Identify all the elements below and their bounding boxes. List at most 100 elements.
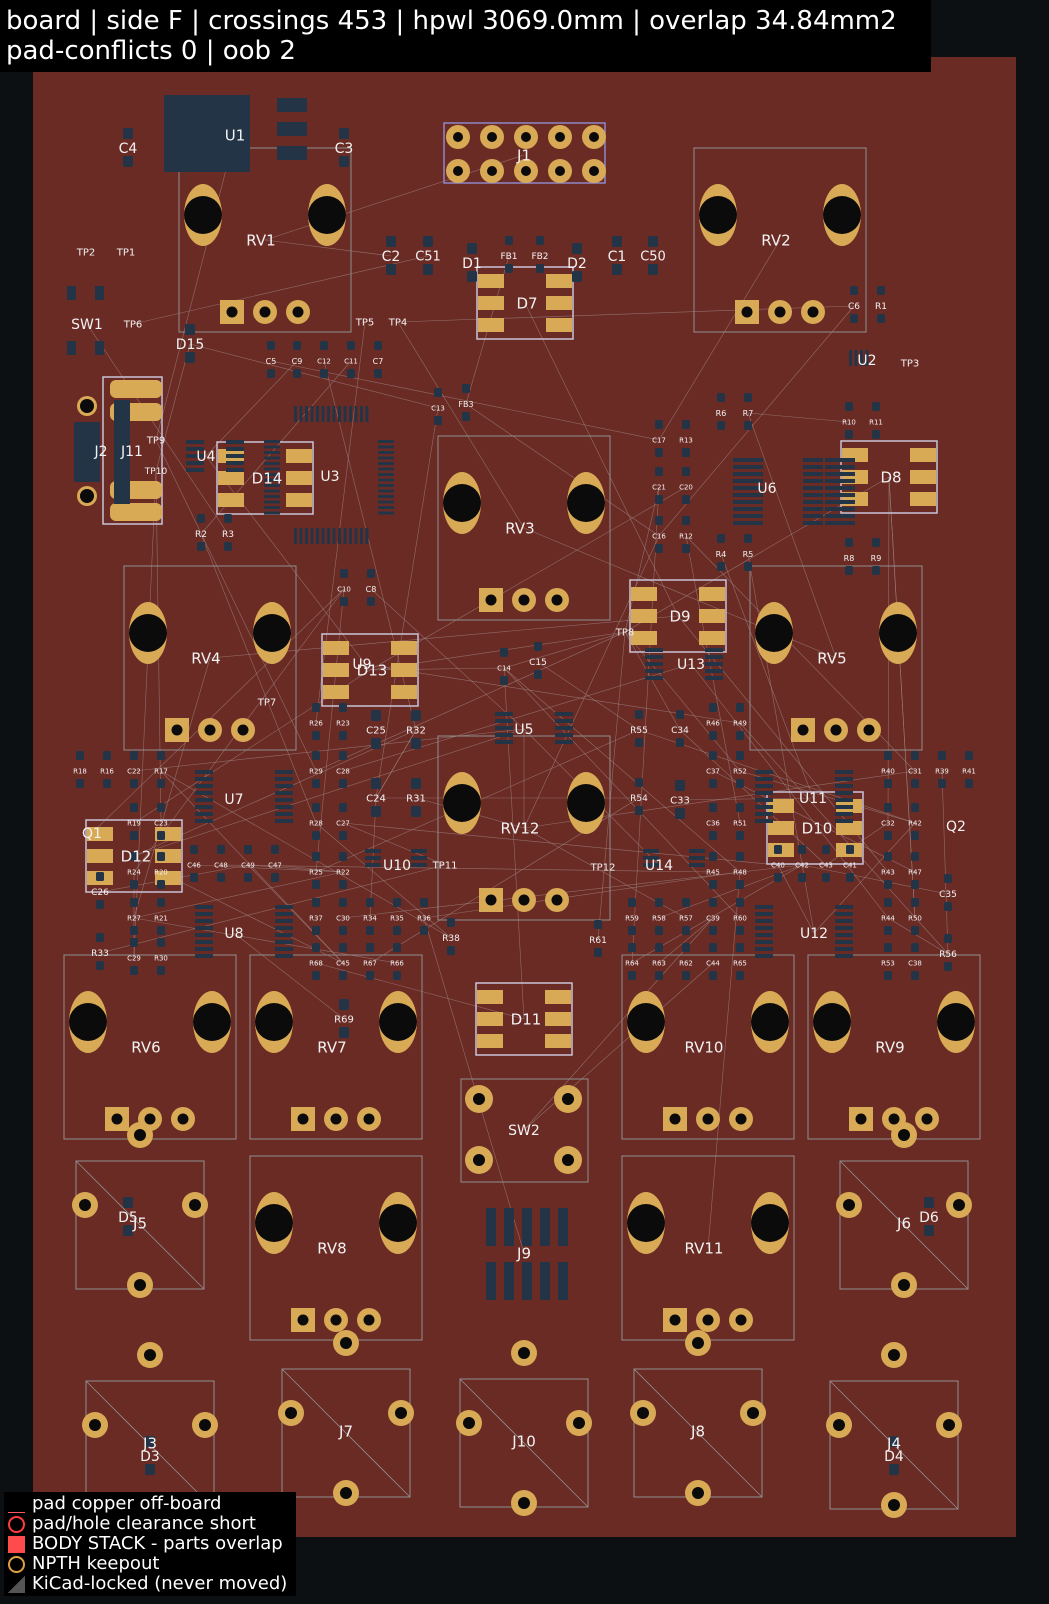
- ratsnest-line: [941, 770, 949, 955]
- ratsnest-line: [247, 864, 344, 964]
- drill-hole-icon: [521, 132, 531, 142]
- passive-pad: [938, 779, 946, 788]
- ratsnest-line: [888, 476, 916, 919]
- ref-label: R6: [716, 409, 727, 418]
- ic-pin: [275, 812, 293, 816]
- mounting-hole-icon: [751, 1204, 789, 1242]
- passive-pad: [224, 542, 232, 551]
- drill-hole-icon: [863, 724, 875, 736]
- ref-label: R66: [390, 959, 404, 967]
- passive-pad: [682, 971, 690, 980]
- ref-label: TP9: [146, 436, 166, 447]
- passive-pad: [244, 845, 252, 854]
- passive-pad: [447, 946, 455, 955]
- ratsnest-line: [813, 822, 916, 934]
- ic-pin: [733, 472, 763, 476]
- ic-pin: [195, 926, 213, 930]
- ic-pin: [338, 406, 341, 422]
- ref-label: R17: [154, 767, 168, 775]
- ref-label: R46: [706, 719, 720, 727]
- mounting-hole-icon: [379, 1003, 417, 1041]
- mounting-hole-icon: [193, 1003, 231, 1041]
- ic-pin: [825, 514, 855, 518]
- mounting-hole-icon: [443, 784, 481, 822]
- ratsnest-line: [193, 864, 344, 873]
- passive-pad: [709, 880, 717, 889]
- jack-diagonal: [281, 1368, 411, 1498]
- ref-label: R39: [935, 767, 949, 775]
- passive-pad: [123, 156, 133, 167]
- ic-pin: [264, 511, 280, 515]
- drill-hole-icon: [551, 594, 563, 606]
- passive-pad: [371, 806, 381, 817]
- passive-pad: [884, 831, 892, 840]
- ic-pin: [835, 933, 853, 937]
- drill-hole-icon: [797, 724, 809, 736]
- ref-label: U5: [514, 722, 533, 738]
- ratsnest-line: [423, 871, 741, 919]
- ic-pin: [755, 819, 773, 823]
- ic-pin: [275, 819, 293, 823]
- ref-label: TP5: [355, 318, 375, 329]
- ref-label: D14: [252, 469, 283, 487]
- gold-pad: [87, 827, 113, 841]
- passive-pad: [709, 703, 717, 712]
- header-outline: [443, 122, 606, 184]
- gold-pad: [546, 274, 572, 288]
- connector-pin: [522, 1262, 532, 1300]
- passive-pad: [774, 845, 782, 854]
- ref-label: J9: [516, 1244, 531, 1262]
- ic-pin: [733, 486, 763, 490]
- ic-pin: [275, 919, 293, 923]
- ratsnest-line: [631, 486, 660, 964]
- drill-hole-icon: [518, 1497, 530, 1509]
- passive-pad: [103, 779, 111, 788]
- ref-label: FB3: [458, 400, 473, 409]
- connector-pin: [540, 1208, 550, 1246]
- passive-pad: [157, 831, 165, 840]
- passive-pad: [217, 845, 225, 854]
- passive-pad: [462, 384, 470, 393]
- passive-pad: [339, 852, 347, 861]
- ref-label: RV1: [246, 231, 275, 249]
- ref-label: D7: [516, 294, 537, 312]
- passive-pad: [434, 388, 442, 397]
- passive-pad: [340, 569, 348, 578]
- passive-pad: [655, 898, 663, 907]
- drill-hole-icon: [79, 1199, 91, 1211]
- ic-pin: [305, 406, 308, 422]
- passive-pad: [872, 402, 880, 411]
- drill-hole-icon: [453, 132, 463, 142]
- ref-label: RV7: [317, 1038, 346, 1056]
- passive-pad: [367, 569, 375, 578]
- ic-pin: [226, 468, 244, 472]
- ic-pin: [378, 462, 394, 465]
- drill-hole-icon: [237, 724, 249, 736]
- passive-pad: [682, 544, 690, 553]
- ref-label: J7: [338, 1422, 353, 1440]
- ic-pin: [378, 506, 394, 509]
- ic-pin: [835, 912, 853, 916]
- ref-label: U1: [225, 126, 246, 144]
- passive-pad: [339, 971, 347, 980]
- ref-label: R3: [222, 530, 234, 540]
- ic-pin: [316, 406, 319, 422]
- ref-label: C17: [652, 436, 666, 444]
- passive-pad: [682, 448, 690, 457]
- ic-pin: [360, 528, 363, 544]
- ref-label: R30: [154, 954, 168, 962]
- drill-hole-icon: [89, 1419, 101, 1431]
- ic-pin: [835, 819, 853, 823]
- ic-pin: [835, 926, 853, 930]
- ic-pin: [378, 511, 394, 515]
- passive-pad: [76, 779, 84, 788]
- ratsnest-line: [707, 871, 741, 1249]
- ic-pin: [705, 648, 723, 652]
- gold-pad: [218, 493, 244, 507]
- ref-label: C48: [214, 861, 228, 869]
- ic-pin: [305, 528, 308, 544]
- ic-pin: [495, 740, 513, 744]
- passive-pad: [371, 778, 381, 789]
- ic-pin: [825, 521, 855, 525]
- passive-pad: [217, 873, 225, 882]
